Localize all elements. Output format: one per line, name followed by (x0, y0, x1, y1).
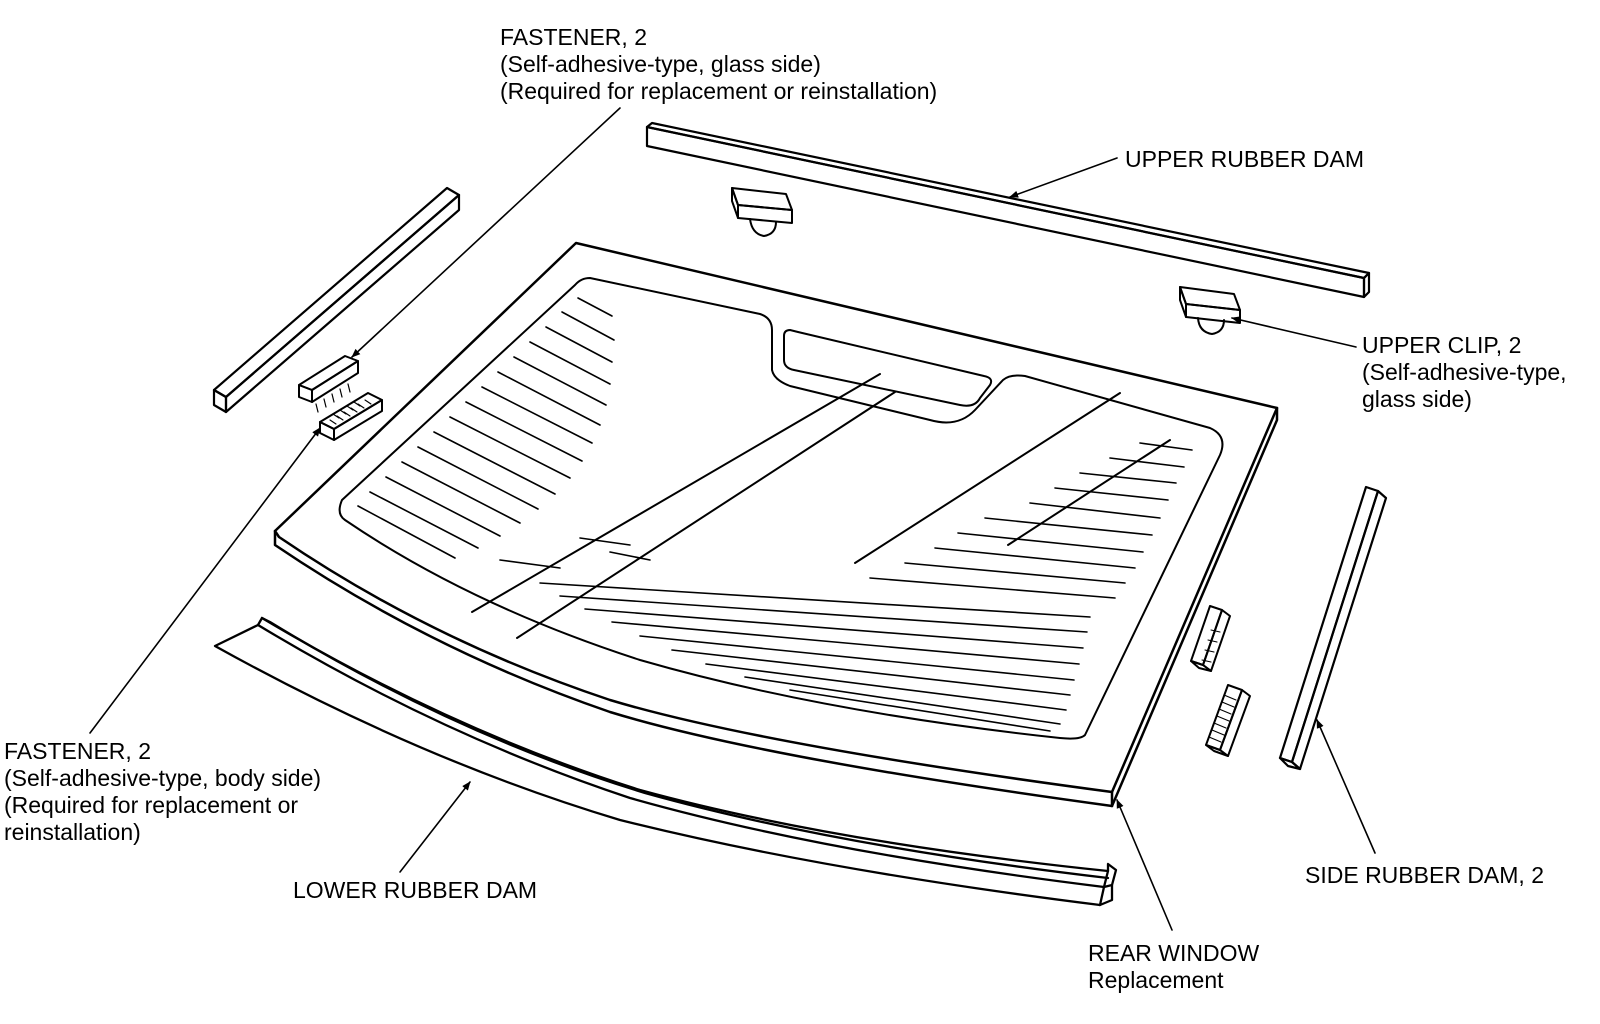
label-upper-clip-line1: (Self-adhesive-type, (1362, 359, 1567, 385)
label-fastener-glass-title: FASTENER, 2 (500, 24, 647, 50)
label-fastener-body-title: FASTENER, 2 (4, 738, 151, 764)
rear-window-glass (275, 243, 1277, 806)
label-upper-clip-line2: glass side) (1362, 386, 1472, 412)
label-side-rubber-dam-title: SIDE RUBBER DAM, 2 (1305, 862, 1544, 888)
label-fastener-glass-side: FASTENER, 2 (Self-adhesive-type, glass s… (500, 24, 937, 105)
fastener-glass-side-right (1191, 606, 1230, 671)
upper-clip-left (732, 188, 792, 236)
rear-window-outline (275, 243, 1277, 792)
label-fastener-glass-line1: (Self-adhesive-type, glass side) (500, 51, 821, 77)
label-fastener-glass-line2: (Required for replacement or reinstallat… (500, 78, 938, 104)
leader-lower-dam (400, 782, 470, 872)
leader-fastener-glass (352, 108, 620, 357)
fastener-body-side-left (320, 393, 382, 440)
lower-rubber-dam (215, 618, 1116, 905)
fastener-glass-side-left (299, 356, 358, 412)
label-fastener-body-line3: reinstallation) (4, 819, 141, 845)
leader-side-dam (1317, 719, 1375, 853)
label-rear-window-line1: Replacement (1088, 967, 1224, 993)
side-rubber-dam-right (1280, 487, 1386, 769)
leader-rear-window (1117, 799, 1172, 930)
leader-upper-dam (1009, 158, 1117, 197)
rear-window-ceramic-border (340, 278, 1223, 739)
fastener-body-side-right (1206, 685, 1250, 756)
label-upper-rubber-dam-title: UPPER RUBBER DAM (1125, 146, 1364, 172)
label-fastener-body-line1: (Self-adhesive-type, body side) (4, 765, 322, 791)
label-rear-window: REAR WINDOW Replacement (1088, 940, 1259, 994)
leader-upper-clip (1231, 316, 1356, 347)
label-rear-window-title: REAR WINDOW (1088, 940, 1260, 966)
leader-fastener-body (90, 428, 320, 733)
label-fastener-body-side: FASTENER, 2 (Self-adhesive-type, body si… (4, 738, 321, 846)
label-upper-rubber-dam: UPPER RUBBER DAM (1125, 146, 1364, 173)
upper-clip-right (1180, 287, 1240, 334)
label-lower-rubber-dam-title: LOWER RUBBER DAM (293, 877, 538, 903)
upper-rubber-dam (647, 123, 1369, 297)
label-upper-clip: UPPER CLIP, 2 (Self-adhesive-type, glass… (1362, 332, 1567, 413)
label-fastener-body-line2: (Required for replacement or (4, 792, 299, 818)
side-rubber-dam-left (214, 188, 459, 412)
label-side-rubber-dam: SIDE RUBBER DAM, 2 (1305, 862, 1544, 889)
leader-lines (90, 108, 1375, 930)
label-upper-clip-title: UPPER CLIP, 2 (1362, 332, 1522, 358)
label-lower-rubber-dam: LOWER RUBBER DAM (293, 877, 537, 904)
rear-window-edge (275, 408, 1277, 806)
brake-light-recess (784, 330, 991, 406)
defroster-grid (358, 298, 1192, 731)
